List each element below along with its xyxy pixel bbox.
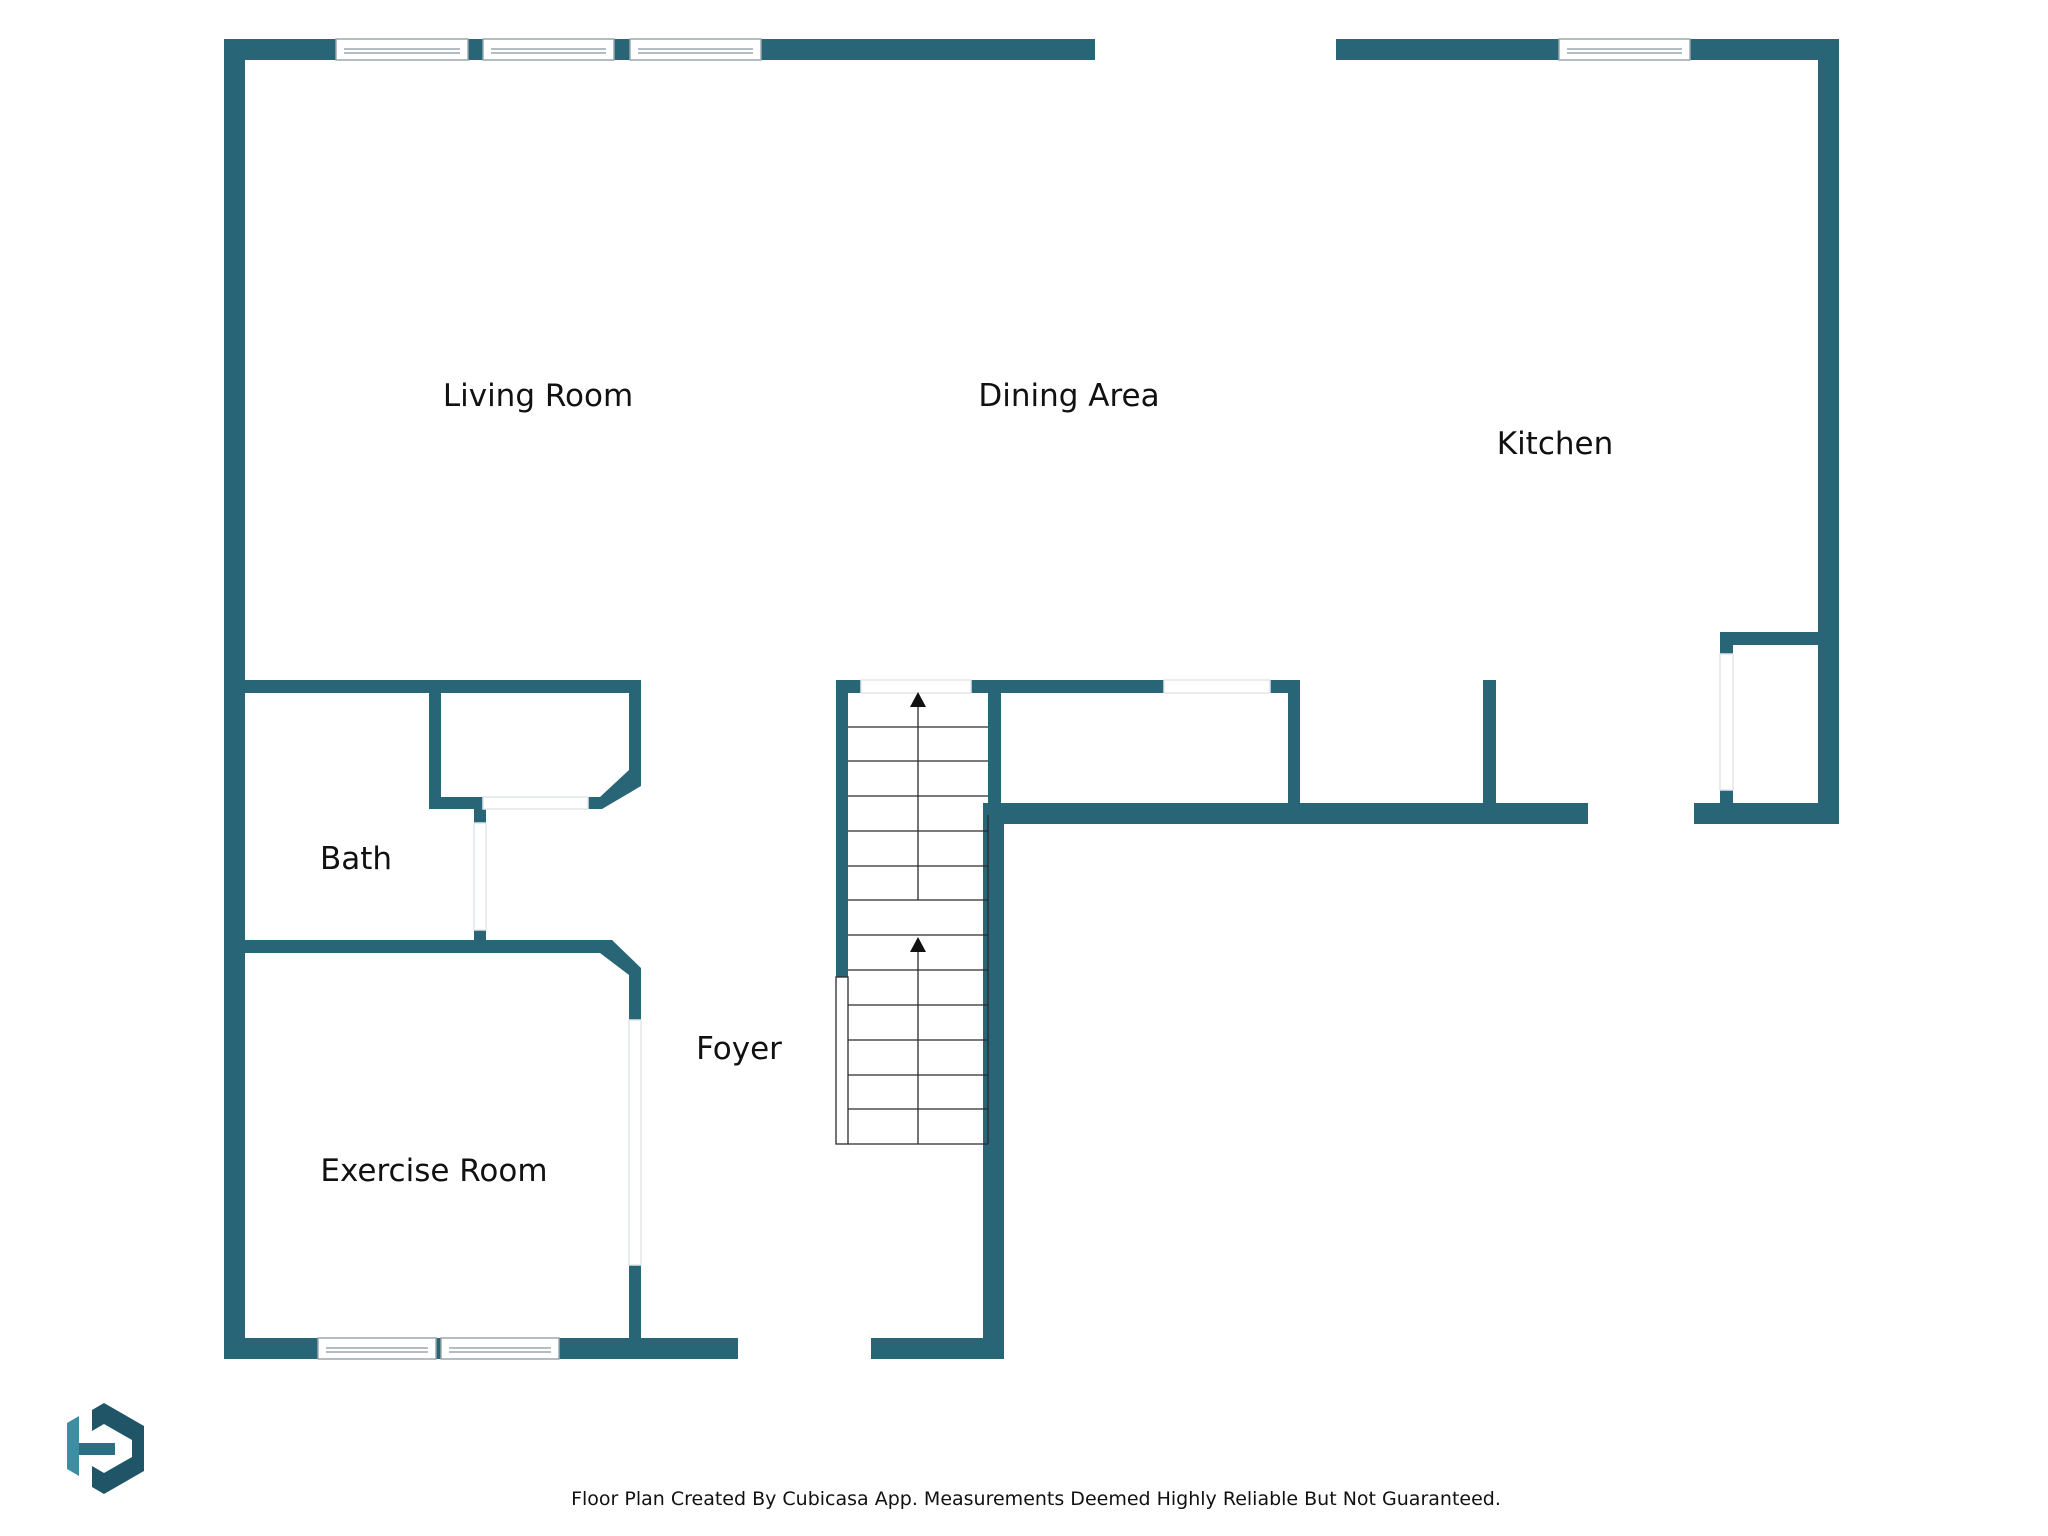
wall-bath-bottom [224,940,604,953]
wall-closet-chamfer [588,770,641,809]
logo-right-shape [92,1403,144,1494]
opening-kitchen-bottom [1588,803,1694,824]
cubicasa-logo-icon [67,1403,144,1494]
window-sashes [326,48,1682,1353]
staircase [835,700,989,1145]
opening-top [1095,39,1336,60]
wall-pantry-right [1288,680,1300,815]
stair-handrail [835,976,849,1145]
wall-closet-left [429,680,441,809]
exercise-door [628,1019,642,1266]
label-bath: Bath [320,841,392,877]
label-exercise-room: Exercise Room [320,1153,547,1189]
label-foyer: Foyer [696,1031,782,1067]
arrow-up-icon [910,937,926,952]
closet-door [482,796,589,810]
openings [738,39,1694,1359]
label-dining-area: Dining Area [978,378,1159,414]
label-kitchen: Kitchen [1497,426,1614,462]
wall-closet-bottom [429,797,483,809]
pantry-door [1163,679,1271,694]
wall-stair-left [836,680,848,977]
stair-arrows [910,692,926,952]
wall-foyer-right [983,803,1004,1359]
wall-kitchen-closet-jamb-top [1720,632,1733,654]
wall-top [224,39,1839,60]
wall-stair-top-left [836,680,861,693]
label-living-room: Living Room [443,378,633,414]
arrow-up-icon [910,692,926,707]
wall-exercise-right-lower [629,1265,641,1359]
wall-bath-door-top [474,809,486,823]
kitchen-closet-door [1719,653,1734,791]
wall-kitchen-bottom [983,803,1839,824]
wall-exercise-right-upper [629,968,641,1020]
room-labels: Living Room Dining Area Kitchen Bath Foy… [320,378,1613,1189]
wall-closet-right [629,680,641,774]
wall-left [224,39,245,1359]
stair-top-door [860,679,972,694]
wall-stair-right [988,680,1001,815]
wall-bath-door-bottom [474,930,486,953]
logo-left-bar [67,1416,79,1476]
footer-disclaimer: Floor Plan Created By Cubicasa App. Meas… [571,1488,1501,1510]
wall-pantry-top-left [1001,680,1164,693]
wall-kitchen-closet-top [1720,632,1820,645]
wall-kitchen-partition [1483,680,1496,815]
logo-middle-bar [79,1443,115,1455]
bath-door [473,822,487,931]
wall-right [1818,39,1839,824]
opening-bottom-entry [738,1338,871,1359]
door-thresholds [473,653,1734,1266]
wall-kitchen-closet-jamb-bottom [1720,790,1733,815]
